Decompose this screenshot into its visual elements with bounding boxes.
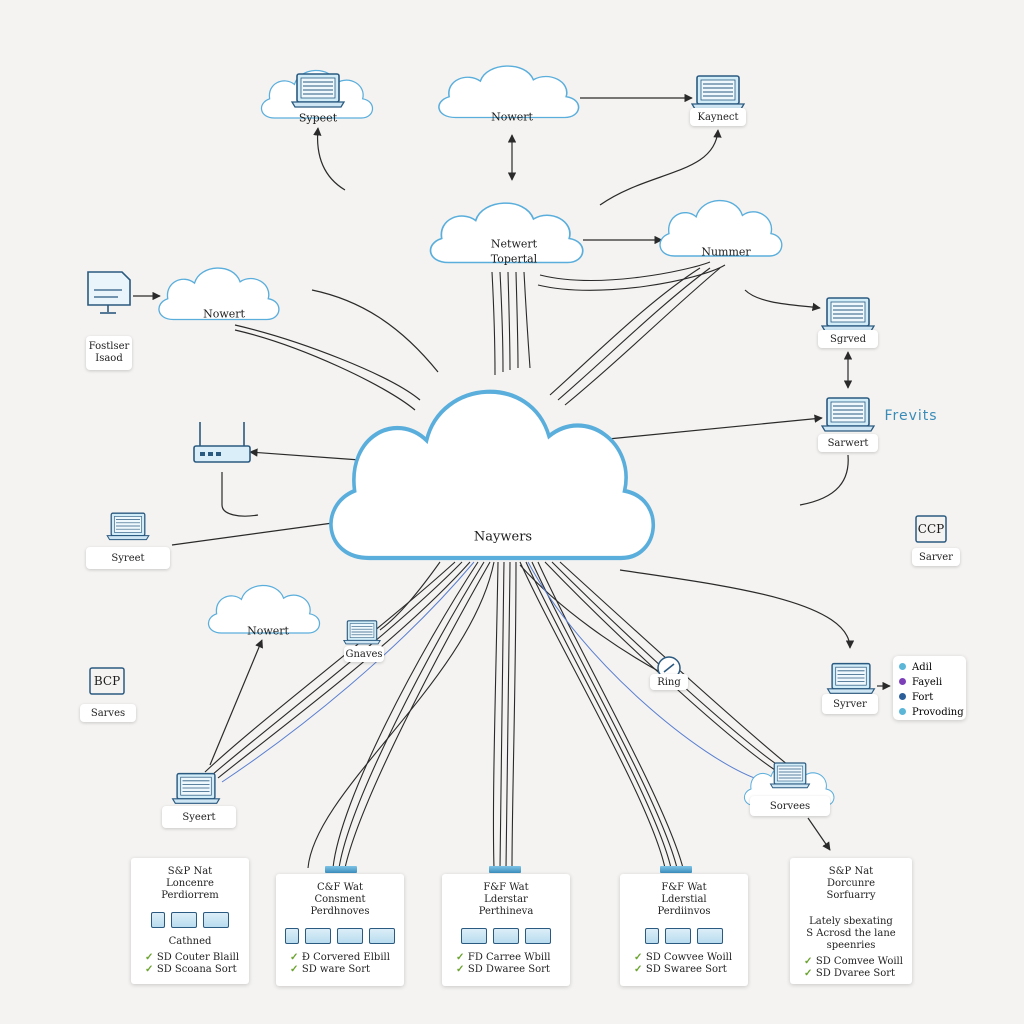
card-line1: S&P Nat	[828, 866, 874, 877]
file-box-line1: Fostlser	[88, 341, 130, 352]
card-line3: Perdiorrem	[161, 890, 219, 901]
legend-label: Fayeli	[912, 677, 943, 688]
node-chip-bottom-right[interactable]: Sorvees	[750, 796, 830, 816]
card-line1: S&P Nat	[167, 866, 213, 877]
cloud-label-upper-center-2: Topertal	[490, 252, 538, 266]
card-check: SD ware Sort	[276, 964, 404, 976]
node-chip-right-2[interactable]: Sarwert	[818, 434, 878, 452]
card-device-icons	[131, 912, 249, 928]
router-icon	[193, 422, 251, 463]
laptop-icon	[343, 620, 381, 645]
card-device-icons	[276, 928, 404, 944]
blue-fan-lines	[221, 561, 761, 783]
card-line1: C&F Wat	[316, 882, 364, 893]
card-line3: Sorfuarry	[826, 890, 876, 901]
card-line2: Consment	[314, 894, 366, 905]
node-chip-right-1[interactable]: Sgrved	[818, 330, 878, 348]
card-device-icons	[442, 928, 570, 944]
card-check: SD Dvaree Sort	[790, 968, 912, 980]
ccp-chip[interactable]: Sarver	[912, 548, 960, 566]
cloud-label-lower-left: Nowert	[247, 624, 289, 638]
card-line2: Lderstial	[661, 894, 707, 905]
ccp-frame	[915, 515, 947, 543]
legend-label: Adil	[912, 662, 933, 673]
connection-lines	[133, 93, 891, 851]
bcp-title: BCP	[93, 674, 121, 688]
card-line3: Perthineva	[478, 906, 534, 917]
connector-stub	[660, 866, 692, 873]
card-line3: Perdiinvos	[657, 906, 711, 917]
laptop-icon	[171, 772, 221, 805]
laptop-icon	[106, 512, 150, 541]
file-box-line2: Isaod	[95, 353, 123, 364]
laptop-icon	[769, 762, 811, 789]
legend-dot-icon	[899, 663, 906, 670]
card-check: Ð Corvered Elbill	[276, 952, 404, 964]
legend-item: Provoding	[899, 705, 966, 720]
cloud-label-main: Naywers	[473, 529, 533, 545]
cloud-label-left: Nowert	[203, 307, 245, 321]
laptop-icon	[821, 397, 875, 432]
card-note: Lately sbexating S Acrosd the lane speen…	[806, 916, 896, 951]
node-chip-right-lower[interactable]: Syrver	[822, 694, 878, 714]
card-check: SD Scoana Sort	[131, 964, 249, 976]
bcp-chip[interactable]: Sarves	[80, 704, 136, 722]
legend-item: Fort	[899, 690, 966, 705]
laptop-icon	[291, 73, 345, 108]
node-chip-left-laptop[interactable]: Syreet	[86, 547, 170, 569]
card-check: SD Dwaree Sort	[442, 964, 570, 976]
laptop-icon	[691, 75, 745, 110]
card-line3: Perdhnoves	[310, 906, 370, 917]
upper-fan	[491, 261, 726, 406]
node-chip-bottom-left[interactable]: Syeert	[162, 806, 236, 828]
laptop-icon	[821, 297, 875, 332]
legend-item: Adil	[899, 660, 966, 675]
legend-dot-icon	[899, 708, 906, 715]
floating-label-right: Frevits	[884, 408, 938, 424]
cloud-label-top-left: Sypeet	[298, 111, 338, 125]
card-check: FD Carree Wbill	[442, 952, 570, 964]
legend: Adil Fayeli Fort Provoding	[893, 656, 966, 720]
card-device-icons	[620, 928, 748, 944]
card-line2: Dorcunre	[827, 878, 875, 889]
card-note: Cathned	[168, 936, 212, 947]
laptop-icon	[826, 662, 876, 695]
ring-chip[interactable]: Ring	[650, 674, 688, 690]
connector-stub	[489, 866, 521, 873]
cloud-label-top-center: Nowert	[491, 110, 533, 124]
legend-item: Fayeli	[899, 675, 966, 690]
cloud-label-upper-center-1: Netwert	[490, 237, 538, 251]
card-check: SD Cowvee Woill	[620, 952, 748, 964]
card-line1: F&F Wat	[483, 882, 529, 893]
card-check: SD Couter Blaill	[131, 952, 249, 964]
monitor-icon	[87, 271, 131, 314]
file-box[interactable]: Fostlser Isaod	[86, 336, 132, 370]
card-line2: Lderstar	[484, 894, 528, 905]
card-check: SD Comvee Woill	[790, 956, 912, 968]
cloud-label-upper-right: Nummer	[701, 245, 751, 259]
lower-fan	[204, 561, 789, 869]
legend-dot-icon	[899, 678, 906, 685]
node-chip-top-right[interactable]: Kaynect	[690, 108, 746, 126]
legend-label: Provoding	[912, 707, 964, 718]
legend-label: Fort	[912, 692, 934, 703]
ccp-title: CCP	[917, 522, 945, 536]
bcp-frame	[89, 667, 125, 695]
card-check: SD Swaree Sort	[620, 964, 748, 976]
connector-stub	[325, 866, 357, 873]
card-line2: Loncenre	[166, 878, 214, 889]
center-small-chip[interactable]: Gnaves	[344, 646, 384, 662]
card-line1: F&F Wat	[661, 882, 707, 893]
legend-dot-icon	[899, 693, 906, 700]
